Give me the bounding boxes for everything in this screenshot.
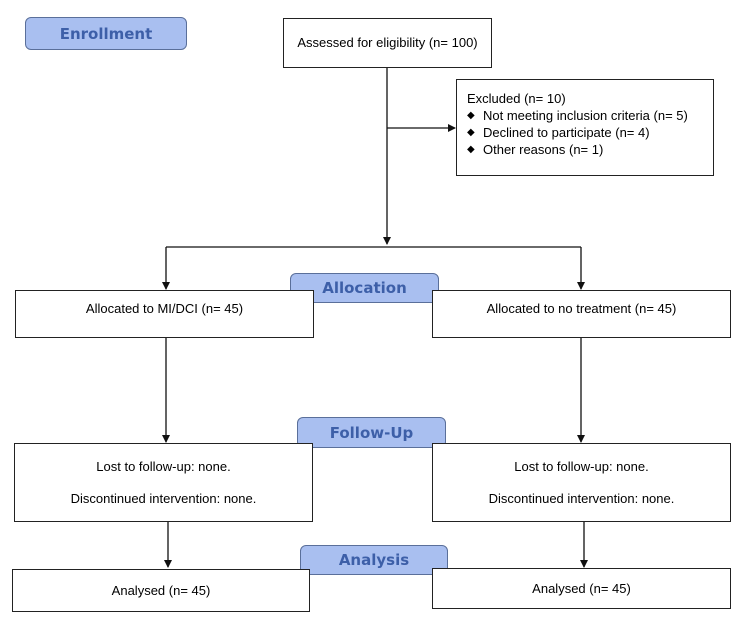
excluded-list: ◆ Not meeting inclusion criteria (n= 5) … [467,108,688,159]
excluded-title: Excluded (n= 10) [467,91,566,106]
analysis-left-box: Analysed (n= 45) [12,569,310,612]
stage-enrollment: Enrollment [25,17,187,50]
excluded-item: ◆ Other reasons (n= 1) [467,142,688,159]
allocation-left-box: Allocated to MI/DCI (n= 45) [15,290,314,338]
assessed-box: Assessed for eligibility (n= 100) [283,18,492,68]
allocation-right-box: Allocated to no treatment (n= 45) [432,290,731,338]
followup-right-lost: Lost to follow-up: none. [514,458,649,474]
diamond-bullet-icon: ◆ [467,144,475,155]
excluded-box: Excluded (n= 10) ◆ Not meeting inclusion… [456,79,714,176]
analysis-left-text: Analysed (n= 45) [111,582,211,598]
excluded-item: ◆ Not meeting inclusion criteria (n= 5) [467,108,688,125]
followup-right-discontinued: Discontinued intervention: none. [488,490,675,506]
stage-allocation: Allocation [290,273,439,303]
analysis-right-box: Analysed (n= 45) [432,568,731,609]
stage-followup: Follow-Up [297,417,446,448]
excluded-item-text: Declined to participate (n= 4) [483,125,650,140]
followup-left-box: Lost to follow-up: none. Discontinued in… [14,443,313,522]
diamond-bullet-icon: ◆ [467,127,475,138]
excluded-item: ◆ Declined to participate (n= 4) [467,125,688,142]
allocation-left-text: Allocated to MI/DCI (n= 45) [85,301,244,316]
allocation-right-text: Allocated to no treatment (n= 45) [486,301,677,316]
followup-left-discontinued: Discontinued intervention: none. [70,490,257,506]
analysis-right-text: Analysed (n= 45) [532,580,631,596]
excluded-item-text: Other reasons (n= 1) [483,142,604,157]
excluded-item-text: Not meeting inclusion criteria (n= 5) [483,108,688,123]
stage-analysis: Analysis [300,545,448,575]
followup-left-lost: Lost to follow-up: none. [96,458,231,474]
assessed-text: Assessed for eligibility (n= 100) [297,35,478,50]
followup-right-box: Lost to follow-up: none. Discontinued in… [432,443,731,522]
diamond-bullet-icon: ◆ [467,110,475,121]
